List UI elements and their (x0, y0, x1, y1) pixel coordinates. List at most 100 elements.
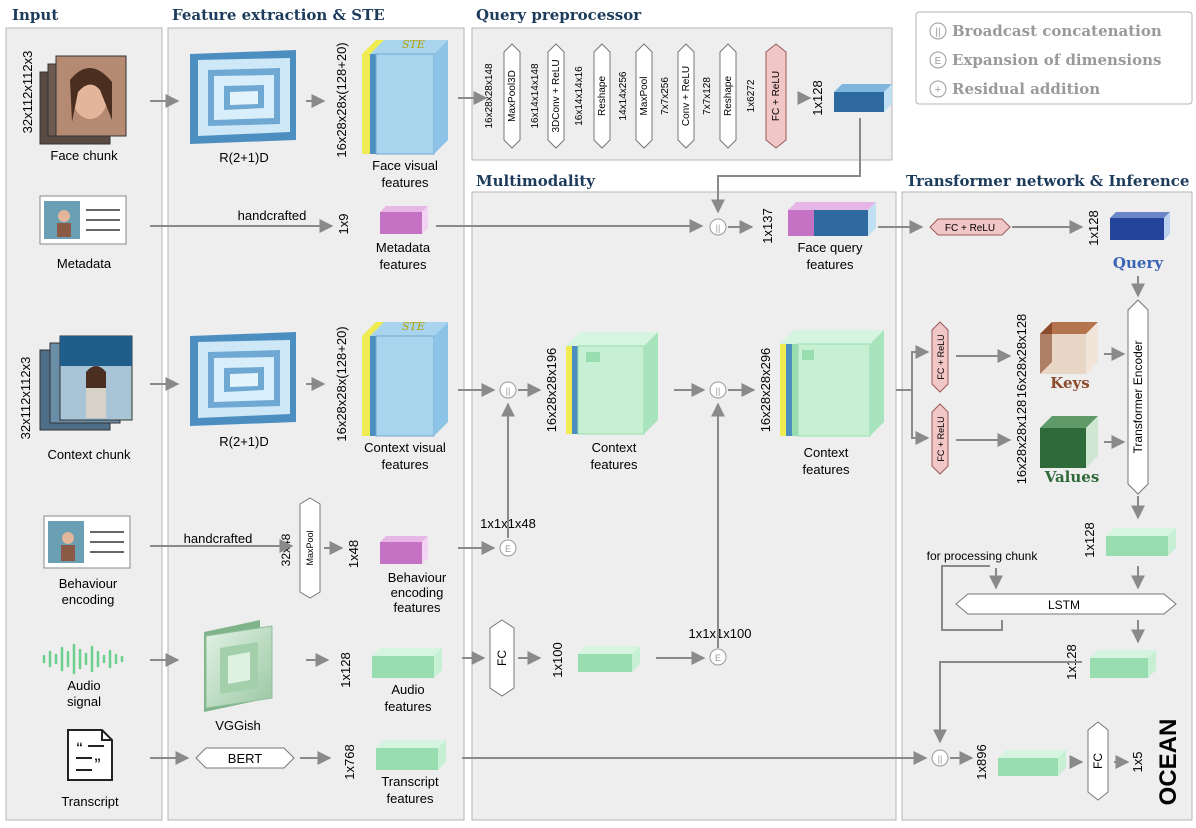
transformer-encoder-label: Transformer Encoder (1131, 341, 1145, 454)
audio-l1: Audio (391, 682, 424, 697)
broadcast-concat-audio-icon (709, 381, 727, 399)
heading-transformer: Transformer network & Inference (906, 172, 1189, 190)
heading-input: Input (12, 6, 58, 24)
qp-out-dims: 1x128 (810, 80, 825, 115)
residual-glyph: + (935, 84, 941, 96)
lstm-block (955, 593, 1177, 615)
face-visual-l2: features (382, 175, 429, 190)
qp-op-2: 3DConv + ReLU (551, 59, 562, 132)
fc-relu-query-label: FC + ReLU (945, 223, 995, 234)
context-visual-features-cube (362, 322, 448, 437)
beh-l2: encoding (391, 585, 444, 600)
audio-fc-features-cube (578, 646, 640, 672)
bert-label: BERT (228, 751, 262, 766)
arrow-ctx2-to-fc-values (911, 390, 930, 445)
fc-audio-block (489, 619, 515, 697)
ctx1-l2: features (591, 457, 638, 472)
values-dims: 16x28x28x128 (1014, 400, 1029, 485)
behaviour-features-cube (380, 536, 428, 564)
qp-dim-5: 7x7x256 (660, 77, 671, 115)
audio-dims: 1x128 (338, 652, 353, 687)
beh-dims: 1x48 (346, 540, 361, 568)
face-out-dims: 16x28x28x(128+20) (334, 42, 349, 157)
residual-icon (929, 80, 947, 98)
transcript-label: Transcript (61, 794, 119, 809)
ste-face-label: STE (402, 38, 425, 51)
query-cube (1110, 212, 1170, 240)
broadcast-concat-context-glyph: || (506, 386, 511, 396)
face-visual-l1: Face visual (372, 158, 438, 173)
concat-dims: 1x896 (974, 744, 989, 779)
fc-relu-values-label: FC + ReLU (936, 416, 946, 461)
beh-l3: features (394, 600, 441, 615)
context-chunk-label: Context chunk (47, 447, 131, 462)
svg-text:”: ” (94, 755, 101, 771)
legend-broadcast: Broadcast concatenation (952, 22, 1162, 40)
expansion-icon (929, 51, 947, 69)
meta-l1: Metadata (376, 240, 431, 255)
expansion-audio-glyph: E (715, 653, 721, 663)
transformer-panel (901, 191, 1193, 821)
values-cube (1040, 416, 1098, 468)
context-out-dims: 16x28x28x(128+20) (334, 326, 349, 441)
maxpool-label: MaxPool (305, 530, 315, 565)
ctx2-dims: 16x28x28x296 (758, 348, 773, 433)
bert-block (195, 747, 295, 769)
r21d-face-block (190, 50, 296, 144)
ctx2-l1: Context (804, 445, 849, 460)
face-query-dims: 1x137 (760, 208, 775, 243)
transcript-features-cube (376, 740, 446, 770)
face-query-features-cube (788, 202, 876, 236)
audio-waveform-icon (42, 643, 124, 675)
audio-label-1: Audio (67, 678, 100, 693)
face-chunk-label: Face chunk (50, 148, 118, 163)
qp-op-1: MaxPool3D (507, 70, 518, 122)
transformer-encoder-block (1127, 299, 1149, 495)
values-label: Values (1044, 468, 1100, 486)
qp-dim-3: 16x14x14x16 (574, 66, 585, 126)
ctx1-l1: Context (592, 440, 637, 455)
lstm-label: LSTM (1048, 598, 1080, 612)
qp-dim-4: 14x14x256 (618, 71, 629, 120)
expansion-audio-icon (709, 648, 727, 666)
meta-dims: 1x9 (336, 214, 351, 235)
heading-multimodality: Multimodality (476, 172, 596, 190)
broadcast-glyph: || (935, 27, 940, 38)
audio-features-cube (372, 648, 442, 678)
arrow-lstm-to-concat (933, 661, 1082, 744)
query-out-cube (834, 84, 892, 112)
context-visual-l1: Context visual (364, 440, 446, 455)
qp-dim-1: 16x28x28x148 (484, 63, 495, 128)
fc-relu-query-block (929, 218, 1011, 236)
transcript-document-icon: “ ” (67, 729, 113, 781)
keys-dims: 16x28x28x128 (1014, 314, 1029, 399)
for-processing-label: for processing chunk (927, 549, 1039, 563)
context-visual-l2: features (382, 457, 429, 472)
meta-l2: features (380, 257, 427, 272)
maxpool-dims: 32x48 (279, 533, 293, 566)
heading-query: Query preprocessor (476, 6, 642, 24)
broadcast-concat-final-glyph: || (938, 754, 943, 764)
qp-op-7: FC + ReLU (771, 71, 782, 121)
face-visual-features-cube (362, 40, 448, 155)
face-query-l2: features (807, 257, 854, 272)
keys-cube (1040, 322, 1098, 374)
qp-dim-6: 7x7x128 (702, 77, 713, 115)
expansion-glyph: E (935, 56, 942, 67)
concat-cube (998, 750, 1066, 776)
fc-relu-keys-label: FC + ReLU (936, 334, 946, 379)
heading-feature: Feature extraction & STE (172, 6, 385, 24)
behaviour-encoding-icon (43, 515, 131, 569)
arrow-query-to-concat (711, 118, 861, 214)
metadata-icon (39, 195, 127, 245)
query-label: Query (1113, 254, 1164, 272)
legend-expansion: Expansion of dimensions (952, 51, 1161, 69)
legend-residual: Residual addition (952, 80, 1100, 98)
broadcast-concat-final-icon (931, 749, 949, 767)
r21d-context-label: R(2+1)D (219, 434, 269, 449)
face-chunk-image (39, 55, 127, 145)
expansion-behaviour-icon (499, 539, 517, 557)
broadcast-concat-face-glyph: || (716, 223, 721, 233)
query-dims: 1x128 (1086, 210, 1101, 245)
